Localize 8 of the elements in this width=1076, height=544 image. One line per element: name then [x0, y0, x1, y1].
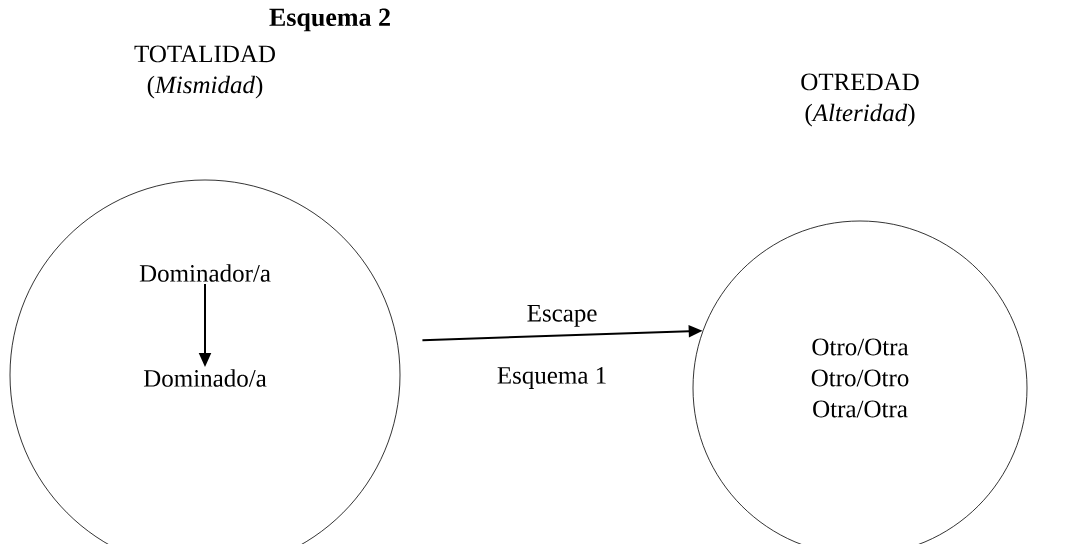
edge-label: Escape: [525, 304, 599, 328]
node-text: Dominado/a: [143, 369, 267, 387]
note-text: Esquema 1: [497, 367, 606, 389]
heading: TOTALIDAD (Mismidad): [134, 45, 275, 99]
body-text: Otro/Otra Otro/Otro Otra/Otra: [811, 338, 909, 418]
node-text: Dominador/a: [139, 264, 271, 282]
heading: OTREDAD (Alteridad): [801, 73, 919, 127]
title: Esquema 2: [269, 8, 390, 32]
